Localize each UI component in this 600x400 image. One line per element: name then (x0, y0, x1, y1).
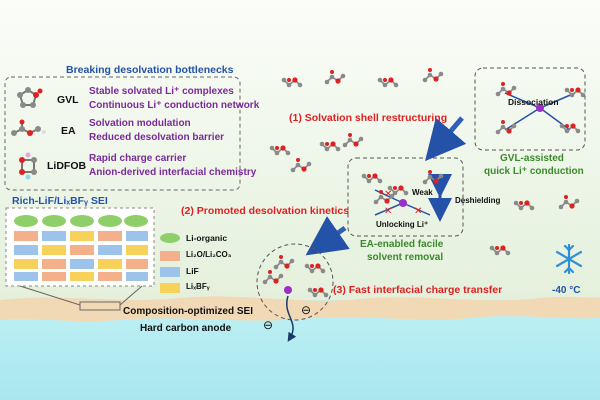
ea-desolvation-box (347, 157, 464, 237)
zoom-line (119, 285, 143, 306)
gvl-caption-2: quick Li⁺ conduction (484, 166, 584, 177)
solvent-molecules (262, 68, 586, 298)
panel-title: Breaking desolvation bottlenecks (66, 64, 234, 76)
sei-grid (14, 215, 148, 281)
dissociation-label: Dissociation (508, 97, 559, 107)
solvent-molecule (422, 68, 444, 83)
lidfob-name: LiDFOB (47, 160, 87, 172)
ea-caption-2: solvent removal (367, 252, 444, 263)
coordination-line (504, 92, 541, 109)
solvent-molecule (377, 77, 399, 88)
solvent-molecule (262, 270, 284, 285)
solvent-molecule (559, 123, 581, 134)
coordination-line (504, 107, 541, 131)
break-mark: ✕ (384, 206, 392, 217)
coordination-line (539, 107, 571, 131)
solvent-molecule (342, 133, 364, 148)
solvent-molecule (495, 82, 517, 97)
ea-molecule-icon (11, 119, 46, 136)
solvent-molecule (387, 185, 409, 196)
ea-caption-1: EA-enabled facile (360, 239, 444, 250)
legend-lif: LiF (186, 266, 199, 276)
solvent-molecule (422, 170, 444, 185)
solvent-molecule (495, 120, 517, 135)
solvent-molecule (324, 70, 346, 85)
coordination-line (374, 202, 404, 216)
li-ion (284, 286, 292, 294)
solvent-molecule (513, 200, 535, 211)
legend-li-organic: Li-organic (186, 233, 228, 243)
step-3-label: (3) Fast interfacial charge transfer (333, 284, 503, 296)
solvent-molecule (290, 158, 312, 173)
legend-swatch-lif (160, 267, 180, 277)
coordination-line (539, 92, 576, 109)
coordination-line (402, 202, 431, 216)
step-1-label: (1) Solvation shell restructuring (289, 112, 448, 124)
solvent-molecule (319, 141, 341, 152)
legend-swatch-li2o (160, 251, 180, 261)
deshielding-label: Deshielding (455, 196, 501, 205)
solvent-molecule (558, 195, 580, 210)
zoom-box (79, 301, 121, 311)
process-arrow (424, 116, 467, 162)
lidfob-line-2: Anion-derived interfacial chemistry (89, 167, 257, 178)
sei-title: Rich-LiF/LiₓBFᵧ SEI (12, 195, 108, 207)
unlocking-label: Unlocking Li⁺ (376, 220, 429, 229)
gvl-line-1: Stable solvated Li⁺ complexes (89, 86, 234, 97)
sei-layer (0, 296, 600, 322)
desolvation-panel-border (4, 76, 241, 191)
solvent-molecule (373, 190, 395, 205)
electron-symbol: ⊖ (263, 318, 274, 332)
solvent-molecule (564, 87, 586, 98)
solvent-molecule (273, 255, 295, 270)
weak-label: Weak (412, 188, 433, 197)
break-mark: ✕ (414, 206, 422, 217)
li-ion (399, 199, 407, 207)
sei-layer-label: Composition-optimized SEI (123, 306, 253, 317)
zoom-line (19, 285, 81, 306)
gvl-caption-1: GVL-assisted (500, 153, 564, 164)
process-arrow (305, 216, 350, 256)
solvent-molecule (281, 77, 303, 88)
ea-line-2: Reduced desolvation barrier (89, 132, 225, 143)
solvent-molecule (307, 287, 329, 298)
gvl-line-2: Continuous Li⁺ conduction network (89, 100, 260, 111)
step-2-label: (2) Promoted desolvation kinetics (181, 205, 350, 217)
li-ion (536, 104, 544, 112)
solvent-molecule (304, 263, 326, 274)
legend-swatch-lixbfy (160, 283, 180, 293)
break-mark: ✕ (384, 189, 392, 200)
electron-symbol: ⊖ (301, 303, 312, 317)
gvl-dissociation-box (474, 67, 586, 151)
lidfob-molecule-icon (19, 152, 37, 180)
snowflake-icon (555, 243, 583, 275)
solvent-molecule (269, 145, 291, 156)
temperature-label: -40 °C (552, 285, 581, 296)
gvl-name: GVL (57, 94, 79, 106)
anode-label: Hard carbon anode (140, 323, 232, 334)
solvent-molecule (361, 173, 383, 184)
ea-line-1: Solvation modulation (89, 118, 191, 129)
li-transfer-arrow (286, 295, 297, 342)
lidfob-line-1: Rapid charge carrier (89, 153, 187, 164)
legend-lixbfy: LiₓBFᵧ (186, 282, 210, 291)
solvent-molecule (489, 245, 511, 256)
gvl-molecule-icon (17, 87, 43, 108)
ea-name: EA (61, 125, 76, 137)
legend-li2o: Li₂O/Li₂CO₃ (186, 250, 232, 259)
solvation-cluster-circle (256, 243, 334, 321)
legend-swatch-li-organic (160, 233, 180, 243)
